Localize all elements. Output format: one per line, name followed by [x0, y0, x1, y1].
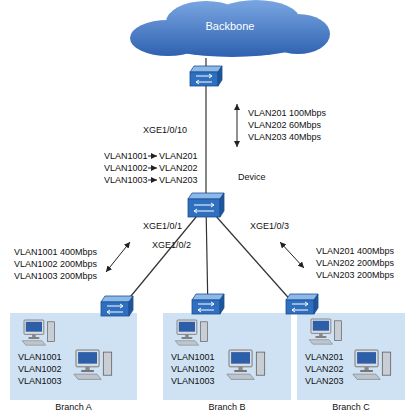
branch-area: VLAN1001 VLAN1002 VLAN1003Branch A: [10, 313, 137, 400]
traffic-arrow: [237, 104, 238, 147]
mapping-arrow: [148, 168, 157, 169]
link-line: [217, 217, 302, 313]
computer-icon: [22, 320, 54, 345]
switch-icon: [188, 193, 224, 217]
mapping-arrow: [148, 156, 157, 157]
link-line: [206, 217, 208, 313]
computer-icon: [309, 319, 341, 344]
port-label: XGE1/0/10: [143, 125, 187, 135]
vlan-label: VLAN1002: [104, 163, 148, 173]
vlan-label: VLAN203: [248, 132, 287, 142]
branch-area: VLAN201 VLAN202 VLAN203Branch C: [297, 313, 405, 400]
bandwidth-label: 200Mbps: [357, 258, 394, 268]
vlan-label: VLAN1002: [14, 259, 58, 269]
computer-icon: [74, 350, 112, 379]
branch-switch-icon: [101, 296, 133, 316]
vlan-label: VLAN1001: [14, 247, 58, 257]
computer-icon: [175, 320, 207, 345]
bandwidth-label: 200Mbps: [60, 271, 97, 281]
vlan-label: VLAN1003: [104, 175, 148, 185]
vlan-label: VLAN1001: [104, 151, 148, 161]
bandwidth-label: 200Mbps: [60, 259, 97, 269]
computer-icon: [353, 350, 391, 379]
bandwidth-label: 40Mbps: [289, 132, 321, 142]
bandwidth-label: 100Mbps: [289, 108, 326, 118]
switch-shape: [188, 193, 224, 217]
vlan-label: VLAN203: [159, 175, 198, 185]
vlan-label: VLAN203: [316, 270, 355, 280]
cloud-title: Backbone: [128, 20, 332, 32]
link-line: [205, 58, 206, 193]
vlan-label: VLAN201: [159, 151, 198, 161]
computer-icon: [227, 350, 265, 379]
traffic-arrow: [106, 242, 130, 272]
vlan-label: VLAN202: [159, 163, 198, 173]
bandwidth-label: 60Mbps: [289, 120, 321, 130]
branch-area: VLAN1001 VLAN1002 VLAN1003Branch B: [163, 313, 291, 400]
vlan-label: VLAN202: [248, 120, 287, 130]
branch-name: Branch A: [10, 401, 137, 412]
vlan-list: VLAN201 VLAN202 VLAN203: [305, 351, 351, 387]
bandwidth-label: 400Mbps: [60, 247, 97, 257]
branch-name: Branch B: [163, 401, 291, 412]
device-name: Device: [238, 171, 266, 183]
vlan-list: VLAN1001 VLAN1002 VLAN1003: [171, 351, 217, 387]
vlan-label: VLAN1003: [14, 271, 58, 281]
vlan-label: VLAN202: [316, 258, 355, 268]
bandwidth-label: 400Mbps: [357, 246, 394, 256]
bandwidth-label: 200Mbps: [357, 270, 394, 280]
vlan-list: VLAN1001 VLAN1002 VLAN1003: [18, 351, 64, 387]
traffic-arrow: [280, 242, 304, 268]
port-label: XGE1/0/1: [143, 221, 182, 231]
backbone-cloud: Backbone: [128, 0, 332, 58]
backbone-switch-icon: [190, 66, 222, 86]
branch-switch-icon: [286, 294, 318, 314]
port-label: XGE1/0/3: [250, 221, 289, 231]
vlan-label: VLAN201: [248, 108, 287, 118]
vlan-label: VLAN201: [316, 246, 355, 256]
branch-switch-icon: [192, 294, 224, 314]
port-label: XGE1/0/2: [152, 240, 191, 250]
link-line: [117, 217, 196, 313]
branch-name: Branch C: [297, 401, 405, 412]
mapping-arrow: [148, 180, 157, 181]
device-switch: Device: [188, 193, 224, 217]
